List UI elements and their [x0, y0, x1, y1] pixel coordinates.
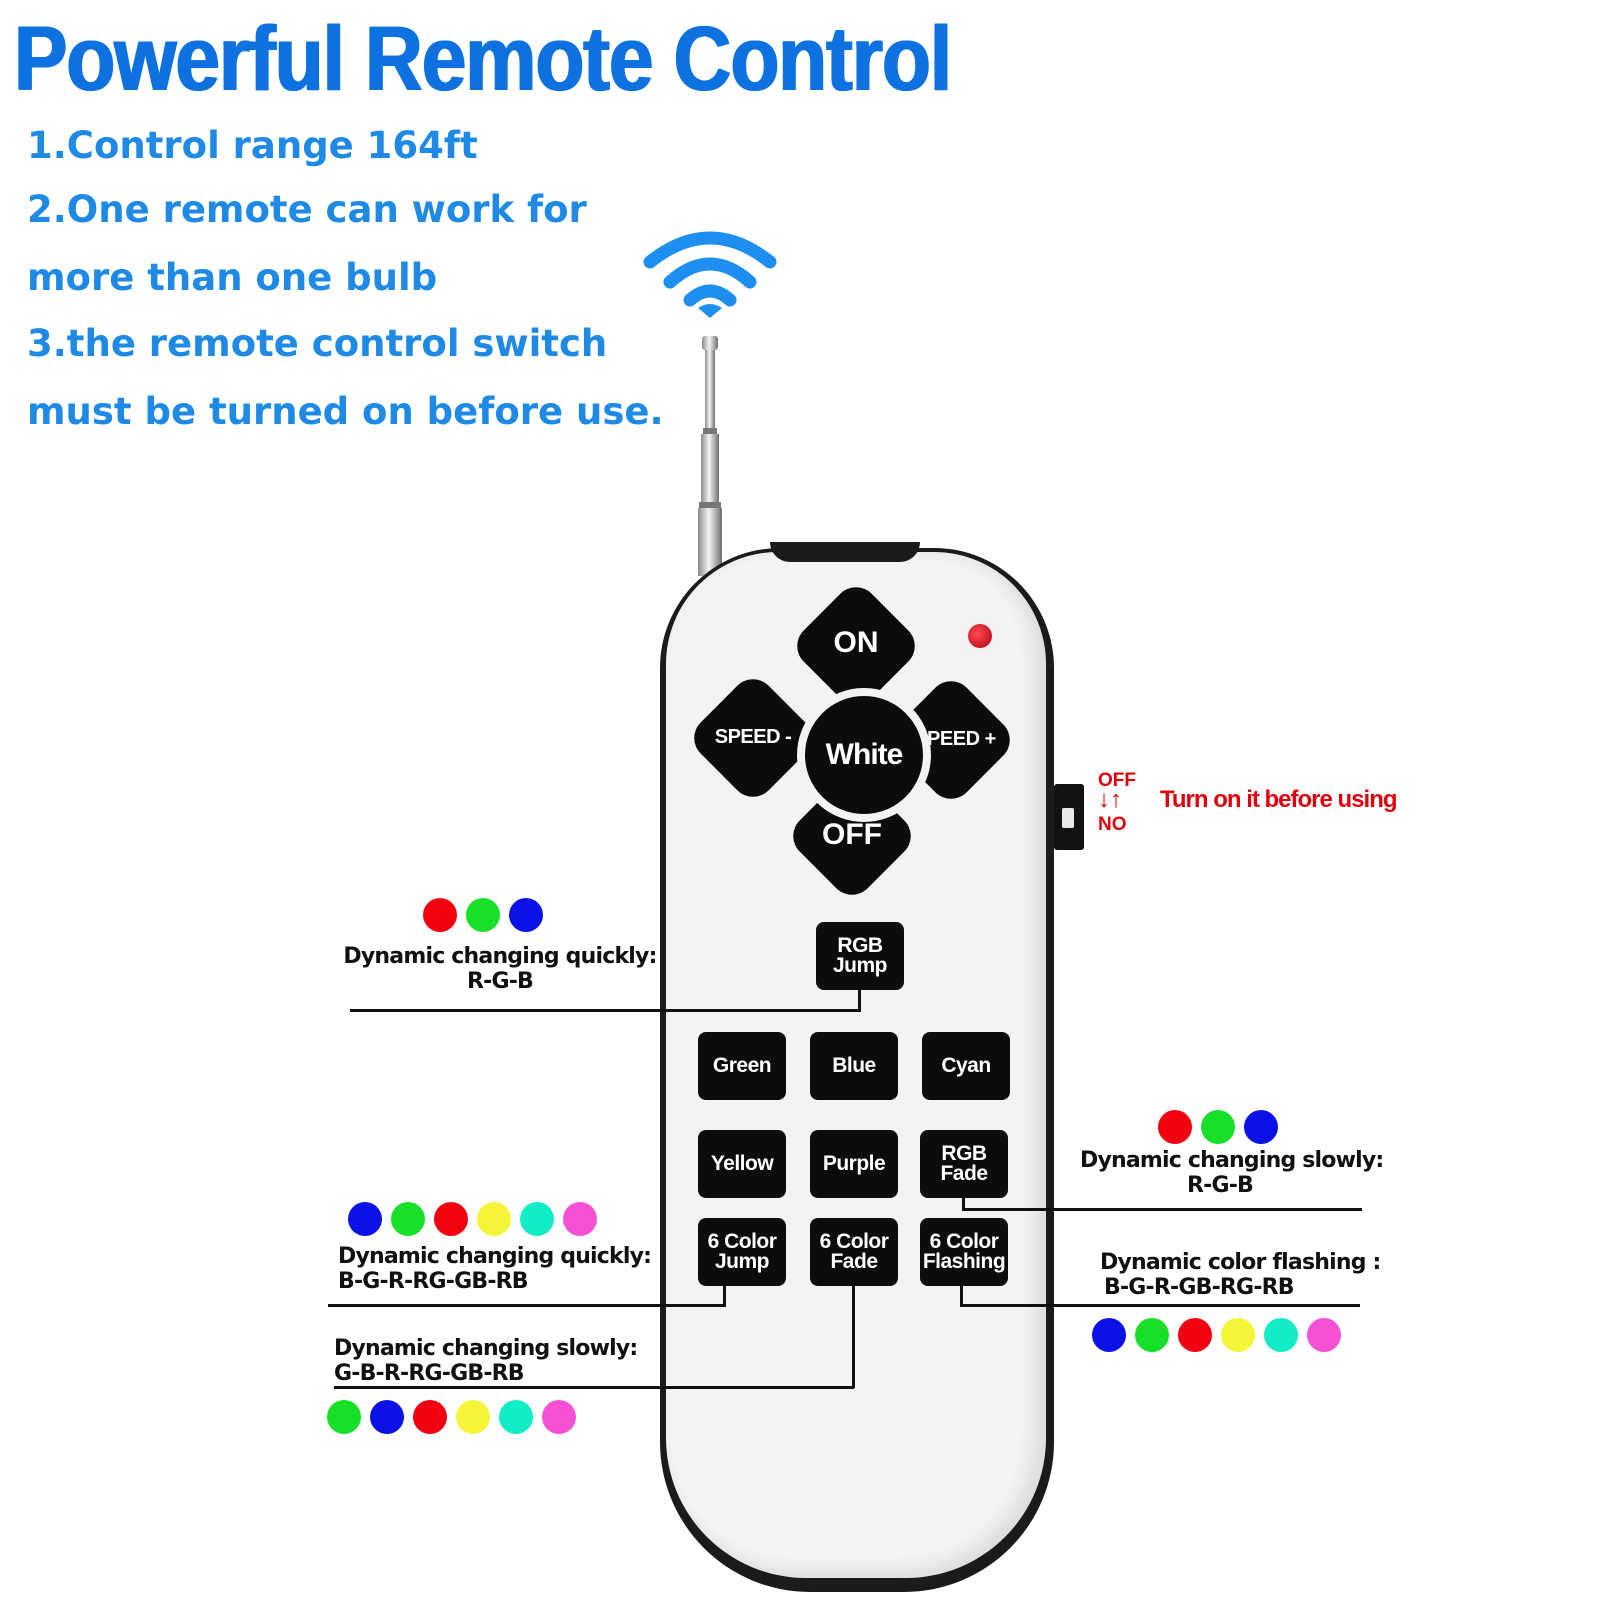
- six-jump-leader-tick: [723, 1286, 726, 1306]
- green-color-dot: [1201, 1110, 1235, 1144]
- yellow-button-label: Yellow: [710, 1152, 774, 1175]
- yellow-color-dot: [477, 1202, 511, 1236]
- magenta-color-dot: [542, 1400, 576, 1434]
- six-jump-description: Dynamic changing quickly: B-G-R-RG-GB-RB: [338, 1244, 652, 1294]
- yellow-button[interactable]: Yellow: [698, 1130, 786, 1198]
- speed-plus-label: SPEED +: [914, 728, 996, 750]
- white-button-label: White: [825, 738, 904, 771]
- blue-color-dot: [1244, 1110, 1278, 1144]
- rgb-jump-leader-tick: [858, 990, 861, 1012]
- switch-arrows-icon: ↓↑: [1098, 786, 1122, 813]
- feature-line-3: more than one bulb: [27, 256, 438, 299]
- red-color-dot: [413, 1400, 447, 1434]
- remote-top-notch: [770, 542, 920, 562]
- feature-line-5: must be turned on before use.: [27, 390, 664, 433]
- six-fade-leader-tick: [852, 1286, 855, 1388]
- power-switch[interactable]: [1054, 784, 1084, 850]
- six-fade-leader-line: [334, 1386, 854, 1389]
- green-color-dot: [391, 1202, 425, 1236]
- cyan-color-dot: [1264, 1318, 1298, 1352]
- blue-color-dot: [1092, 1318, 1126, 1352]
- six-flash-leader-tick: [960, 1286, 963, 1306]
- green-color-dot: [327, 1400, 361, 1434]
- switch-on-label: NO: [1098, 814, 1127, 835]
- red-color-dot: [1158, 1110, 1192, 1144]
- green-color-dot: [466, 898, 500, 932]
- yellow-color-dot: [456, 1400, 490, 1434]
- blue-color-dot: [348, 1202, 382, 1236]
- page-title: Powerful Remote Control: [14, 7, 952, 110]
- cyan-button[interactable]: Cyan: [922, 1032, 1010, 1100]
- rgb-fade-label-2: Fade: [940, 1162, 988, 1185]
- rgb-fade-label-1: RGB: [941, 1142, 987, 1165]
- magenta-color-dot: [1307, 1318, 1341, 1352]
- purple-button[interactable]: Purple: [810, 1130, 898, 1198]
- cyan-button-label: Cyan: [941, 1054, 991, 1077]
- six-flash-description: Dynamic color flashing : B-G-R-GB-RG-RB: [1100, 1250, 1381, 1300]
- red-color-dot: [434, 1202, 468, 1236]
- green-color-dot: [1135, 1318, 1169, 1352]
- cyan-color-dot: [520, 1202, 554, 1236]
- blue-color-dot: [370, 1400, 404, 1434]
- six-fade-label-2: Fade: [830, 1250, 878, 1273]
- wifi-signal-icon: [643, 231, 777, 318]
- six-jump-leader-line: [328, 1304, 726, 1307]
- six-fade-description: Dynamic changing slowly: G-B-R-RG-GB-RB: [334, 1336, 638, 1386]
- rgb-fade-description: Dynamic changing slowly: R-G-B: [1080, 1148, 1384, 1198]
- yellow-color-dot: [1221, 1318, 1255, 1352]
- rgb-jump-leader-line: [350, 1009, 860, 1012]
- red-color-dot: [1178, 1318, 1212, 1352]
- off-button-label: OFF: [822, 818, 882, 851]
- green-button[interactable]: Green: [698, 1032, 786, 1100]
- six-flash-label-1: 6 Color: [929, 1230, 999, 1253]
- green-button-label: Green: [712, 1054, 772, 1077]
- white-button[interactable]: [797, 688, 931, 822]
- power-switch-knob[interactable]: [1062, 808, 1074, 828]
- six-jump-label-2: Jump: [714, 1250, 770, 1273]
- blue-button-label: Blue: [832, 1054, 876, 1077]
- feature-line-4: 3.the remote control switch: [27, 322, 608, 365]
- on-button-label: ON: [833, 626, 879, 659]
- blue-button[interactable]: Blue: [810, 1032, 898, 1100]
- blue-color-dot: [509, 898, 543, 932]
- switch-off-label: OFF: [1098, 770, 1136, 791]
- feature-line-2: 2.One remote can work for: [27, 188, 587, 231]
- red-color-dot: [423, 898, 457, 932]
- feature-line-1: 1.Control range 164ft: [27, 124, 478, 167]
- six-flash-leader-line: [960, 1304, 1360, 1307]
- indicator-led: [968, 624, 992, 648]
- rgb-jump-description: Dynamic changing quickly: R-G-B: [343, 944, 657, 994]
- rgb-fade-leader-tick: [962, 1196, 965, 1210]
- speed-minus-label: SPEED -: [714, 726, 792, 748]
- cyan-color-dot: [499, 1400, 533, 1434]
- magenta-color-dot: [563, 1202, 597, 1236]
- switch-note: Turn on it before using: [1160, 786, 1398, 813]
- rgb-fade-leader-line: [962, 1208, 1362, 1211]
- rgb-jump-label-2: Jump: [832, 954, 888, 977]
- six-jump-label-1: 6 Color: [707, 1230, 777, 1253]
- antenna-icon: [698, 336, 722, 576]
- six-flash-label-2: Flashing: [922, 1250, 1006, 1273]
- purple-button-label: Purple: [822, 1152, 886, 1175]
- six-fade-label-1: 6 Color: [819, 1230, 889, 1253]
- rgb-jump-label-1: RGB: [837, 934, 883, 957]
